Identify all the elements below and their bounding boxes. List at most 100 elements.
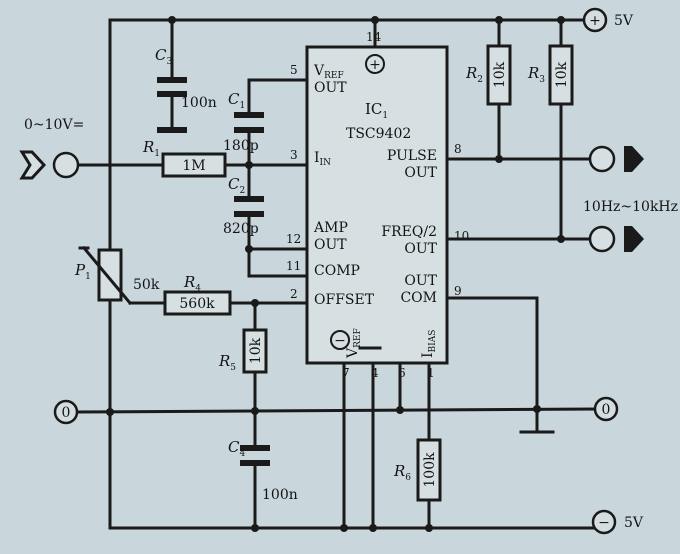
body xyxy=(97,248,123,302)
r6-value: 100k xyxy=(422,452,438,488)
pin-outcom-l2: COM xyxy=(400,290,437,306)
pin-num-11: 11 xyxy=(286,259,301,273)
pin-num-6: 6 xyxy=(398,366,406,380)
terminal-circle xyxy=(582,7,608,33)
c2-value: 820p xyxy=(223,221,259,237)
body xyxy=(548,44,574,106)
pin-freq-l2: OUT xyxy=(404,241,437,257)
body xyxy=(163,290,232,316)
body xyxy=(416,438,442,502)
pin-num-5: 5 xyxy=(290,63,298,77)
c1-value: 180p xyxy=(223,138,259,154)
input-arrow-icon xyxy=(19,150,47,180)
capacitor-c4: C4 100n xyxy=(228,438,298,503)
junction xyxy=(340,524,348,532)
gnd-terminal-left: 0 xyxy=(53,399,79,425)
pin-num-9: 9 xyxy=(454,284,462,298)
gnd-label-right: 0 xyxy=(602,402,611,418)
junction xyxy=(533,405,541,413)
junction xyxy=(168,16,176,24)
pin-vref-out-l1: VREF xyxy=(313,63,344,81)
r3-value: 10k xyxy=(554,61,570,88)
pos-supply-label: 5V xyxy=(614,13,634,29)
junction xyxy=(251,299,259,307)
freq-output-connector: 10Hz~10kHz xyxy=(583,199,678,253)
pin-vref-label: VREF xyxy=(345,328,363,359)
junction xyxy=(396,406,404,414)
junction xyxy=(251,407,259,415)
junction xyxy=(557,16,565,24)
resistor-r5: 10k R5 xyxy=(218,328,268,374)
ic-plus-circle xyxy=(365,54,385,74)
c2-ref: C2 xyxy=(228,175,245,196)
pulse-output-connector xyxy=(588,145,644,173)
c4-value: 100n xyxy=(262,487,298,503)
pin-num-10: 10 xyxy=(454,229,469,243)
pin-pulse-l1: PULSE xyxy=(387,148,437,164)
pin-amp-out-l1: AMP xyxy=(313,220,348,236)
ic-ref: IC1 xyxy=(365,100,388,121)
r4-value: 560k xyxy=(179,296,215,312)
pin-freq-l1: FREQ/2 xyxy=(381,224,437,240)
pin-iin-label: IIN xyxy=(314,150,331,168)
body xyxy=(242,328,268,374)
p1-ref: P1 xyxy=(74,261,91,282)
r5-ref: R5 xyxy=(218,352,236,373)
neg-sign: − xyxy=(598,515,610,531)
output-arrow-icon xyxy=(624,226,644,252)
ic-part: TSC9402 xyxy=(346,126,411,142)
junctions xyxy=(106,16,565,532)
junction xyxy=(251,524,259,532)
resistor-r3: 10k R3 xyxy=(527,44,574,106)
freq-out-terminal xyxy=(588,225,616,253)
terminal-circle xyxy=(593,396,619,422)
junction xyxy=(371,16,379,24)
pin-num-1: 1 xyxy=(427,366,435,380)
ic-minus-sign: − xyxy=(334,333,346,349)
pin-outcom-l1: OUT xyxy=(404,273,437,289)
output-freq-label: 10Hz~10kHz xyxy=(583,199,678,215)
pulse-out-terminal xyxy=(588,145,616,173)
r5-value: 10k xyxy=(248,337,264,364)
capacitor-c3: C3 100n xyxy=(155,46,217,133)
pos-sign: + xyxy=(589,13,601,29)
r2-value: 10k xyxy=(492,61,508,88)
p1-value: 50k xyxy=(133,277,160,293)
terminal-circle xyxy=(591,509,617,535)
resistor-r2: 10k R2 xyxy=(465,44,512,106)
pin-pulse-l2: OUT xyxy=(404,165,437,181)
ic-plus-sign: + xyxy=(369,57,381,73)
junction xyxy=(245,245,253,253)
r2-ref: R2 xyxy=(465,64,483,85)
r1-value: 1M xyxy=(182,158,205,174)
r6-ref: R6 xyxy=(393,462,411,483)
junction xyxy=(106,408,114,416)
junction xyxy=(495,155,503,163)
junction xyxy=(495,16,503,24)
junction xyxy=(245,161,253,169)
input-label: 0~10V= xyxy=(24,117,84,133)
resistor-r1: 1M R1 xyxy=(142,138,227,178)
ic-minus-circle xyxy=(330,330,350,350)
resistor-r4: 560k R4 xyxy=(163,273,232,316)
terminal-circle xyxy=(53,399,79,425)
pot-arrow xyxy=(81,245,133,306)
neg-supply-terminal: − 5V xyxy=(591,509,644,535)
pin-num-3: 3 xyxy=(290,148,298,162)
pin-num-7: 7 xyxy=(342,366,350,380)
pin-amp-out-l2: OUT xyxy=(314,237,347,253)
pin-offset-label: OFFSET xyxy=(314,292,375,308)
pin-num-8: 8 xyxy=(454,142,462,156)
r3-ref: R3 xyxy=(527,64,545,85)
pin-vref-out-l2: OUT xyxy=(314,80,347,96)
pin-num-2: 2 xyxy=(290,287,298,301)
c3-ref: C3 xyxy=(155,46,172,67)
ground-rail xyxy=(74,407,598,414)
output-arrow-icon xyxy=(624,146,644,172)
ic-body xyxy=(305,45,449,365)
gnd-label-left: 0 xyxy=(62,405,71,421)
junction xyxy=(425,524,433,532)
c1-ref: C1 xyxy=(228,90,245,111)
input-connector: 0~10V= xyxy=(19,117,84,180)
